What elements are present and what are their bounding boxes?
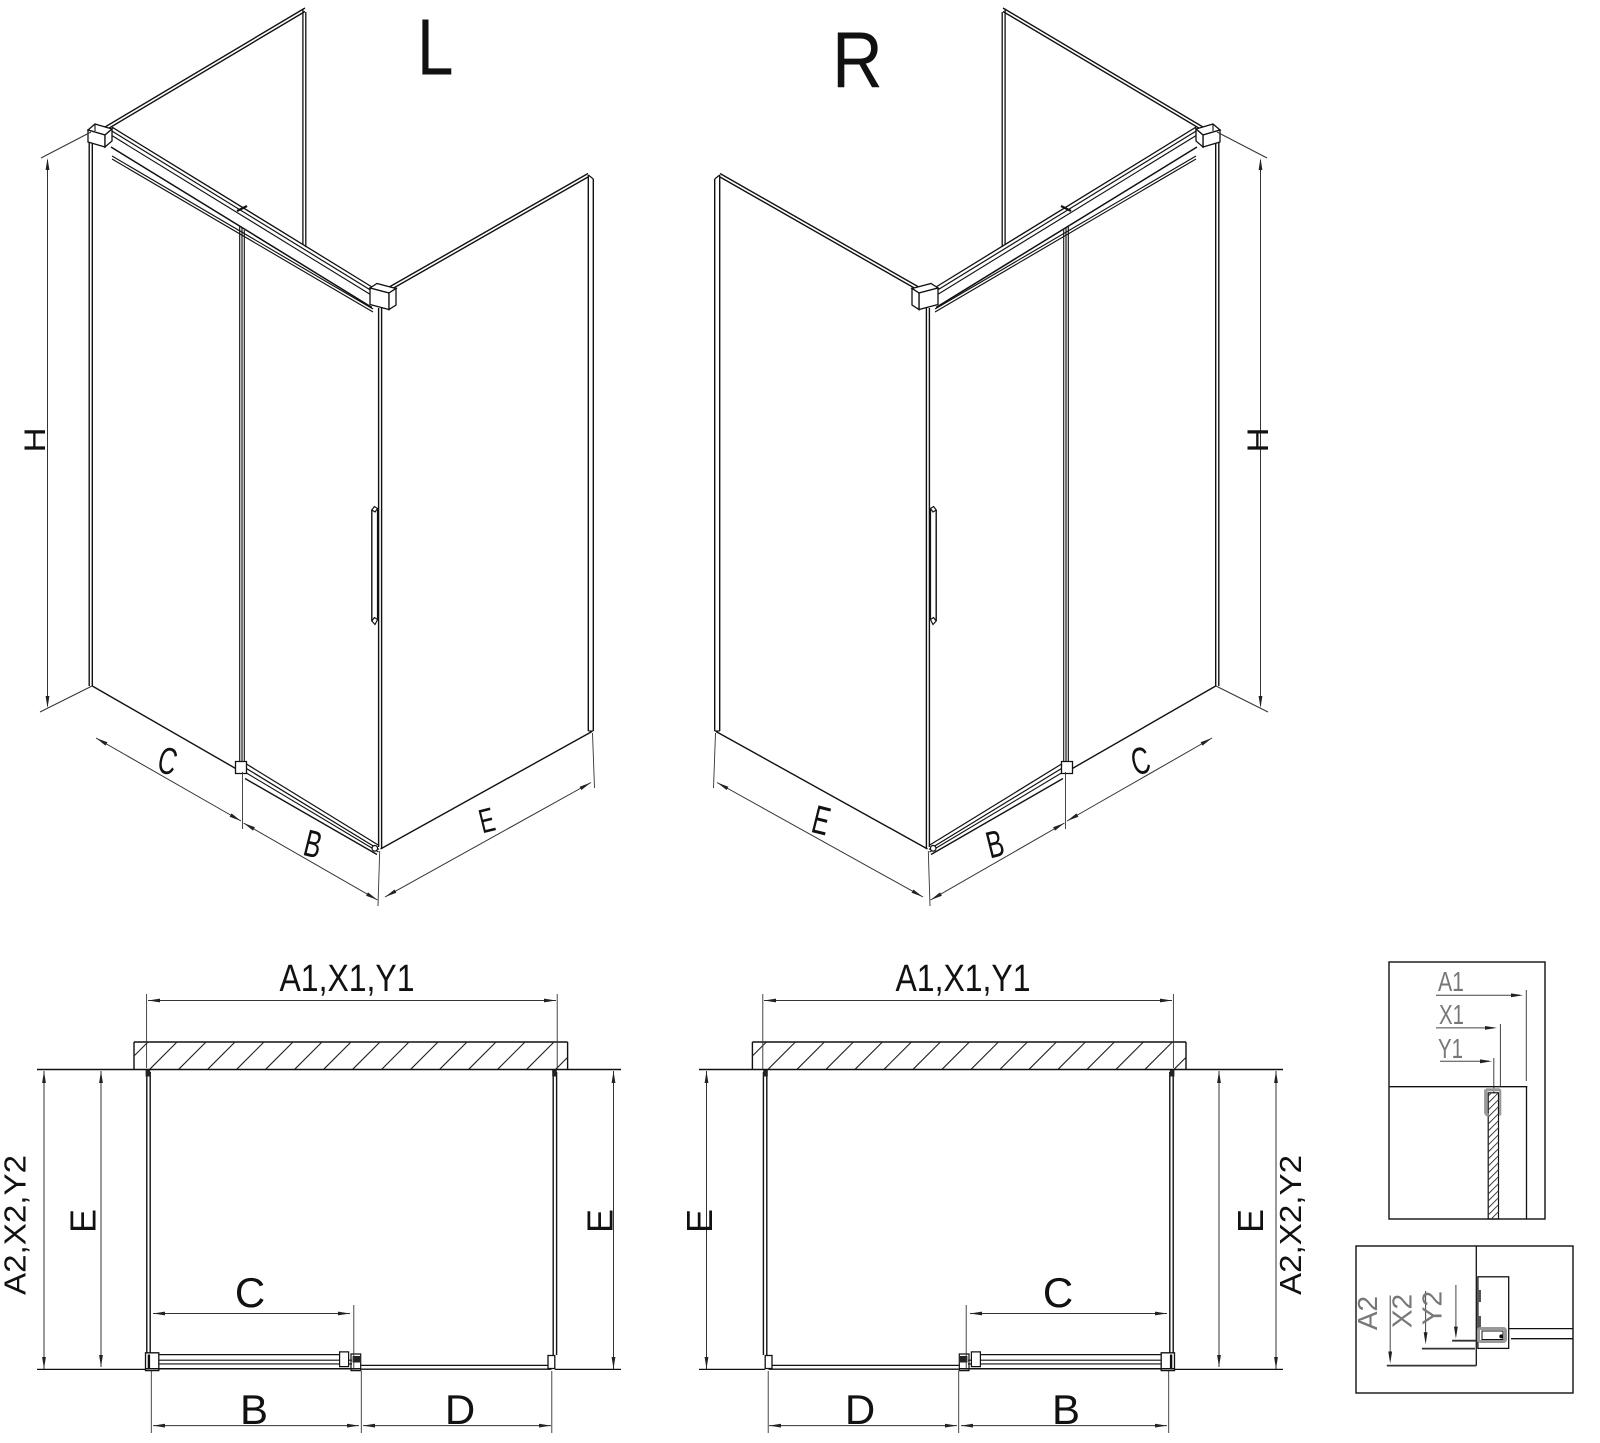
svg-text:D: D — [845, 1386, 875, 1433]
svg-text:H: H — [18, 427, 51, 452]
svg-text:E: E — [1230, 1209, 1271, 1233]
svg-text:E: E — [63, 1209, 104, 1233]
svg-text:A1: A1 — [1438, 966, 1464, 997]
svg-text:E: E — [580, 1209, 621, 1233]
svg-text:B: B — [1052, 1386, 1080, 1433]
svg-text:R: R — [832, 15, 883, 104]
svg-text:A2,X2,Y2: A2,X2,Y2 — [0, 1155, 33, 1295]
svg-text:A1,X1,Y1: A1,X1,Y1 — [280, 958, 415, 1000]
svg-text:Y1: Y1 — [1438, 1033, 1463, 1064]
svg-text:B: B — [240, 1386, 268, 1433]
svg-text:H: H — [1241, 427, 1274, 452]
svg-text:E: E — [679, 1209, 720, 1233]
svg-text:L: L — [417, 2, 453, 92]
svg-text:A1,X1,Y1: A1,X1,Y1 — [896, 958, 1031, 1000]
svg-text:A2: A2 — [1352, 1296, 1383, 1330]
svg-text:C: C — [1043, 1269, 1073, 1316]
svg-text:X1: X1 — [1439, 999, 1464, 1030]
svg-text:D: D — [445, 1386, 475, 1433]
svg-text:C: C — [235, 1269, 265, 1316]
svg-text:X2: X2 — [1387, 1294, 1418, 1328]
svg-text:A2,X2,Y2: A2,X2,Y2 — [1273, 1155, 1308, 1295]
svg-text:Y2: Y2 — [1417, 1291, 1448, 1325]
